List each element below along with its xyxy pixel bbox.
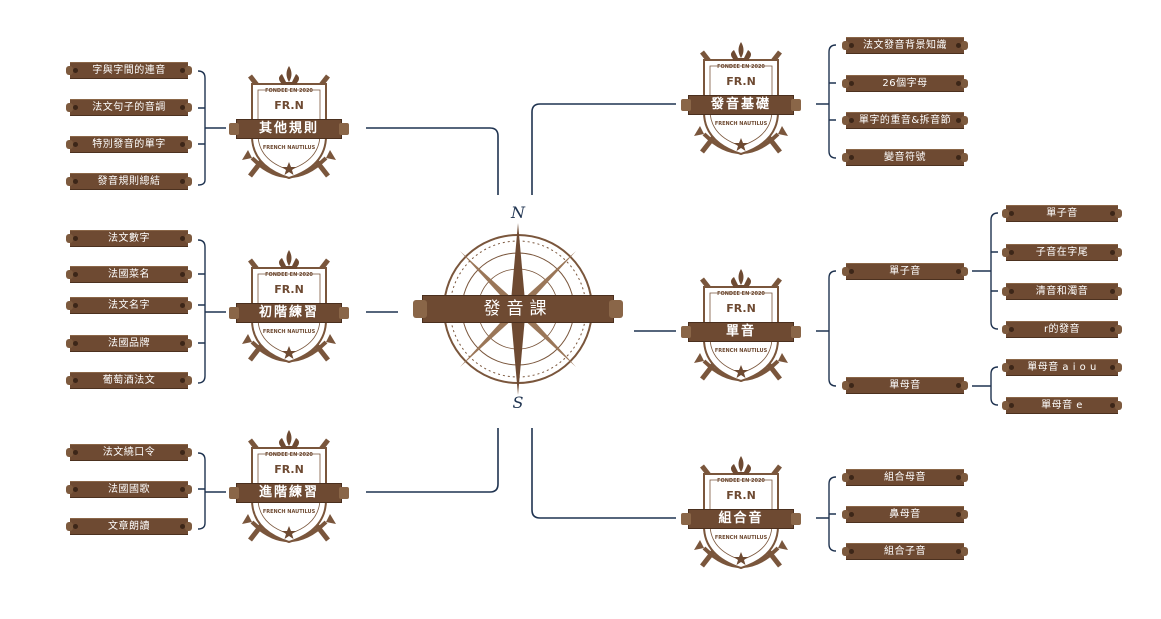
badge-single[interactable]: FONDEE EN 2020 FR.N 單音 FRENCH NAUTILUS xyxy=(681,269,801,393)
badge-ribbon: 初階練習 xyxy=(229,303,349,323)
bracket-basics xyxy=(816,44,837,159)
leaf-item[interactable]: 字與字間的連音 xyxy=(66,62,192,79)
leaf-item[interactable]: 組合子音 xyxy=(842,543,968,560)
badge-ribbon: 進階練習 xyxy=(229,483,349,503)
compass-emblem: N 發音課 S xyxy=(413,203,623,417)
badge-est: FONDEE EN 2020 xyxy=(265,452,313,458)
bracket-combined xyxy=(816,476,837,552)
leaf-item[interactable]: 法文名字 xyxy=(66,297,192,314)
badge-title: 進階練習 xyxy=(258,485,319,500)
center-banner: 發音課 xyxy=(413,295,623,323)
badge-title: 初階練習 xyxy=(258,305,319,320)
badge-est: FONDEE EN 2020 xyxy=(717,478,765,484)
leaf-item[interactable]: 單母音 a i o u xyxy=(1002,359,1122,376)
leaf-item[interactable]: 法國國歌 xyxy=(66,481,192,498)
leaf-item[interactable]: 法文繞口令 xyxy=(66,444,192,461)
badge-title: 其他規則 xyxy=(258,121,319,136)
leaf-item[interactable]: 發音規則總結 xyxy=(66,173,192,190)
leaf-item[interactable]: 子音在字尾 xyxy=(1002,244,1122,261)
bracket-beginner xyxy=(197,239,226,384)
leaf-item[interactable]: 組合母音 xyxy=(842,469,968,486)
badge-title: 發音基礎 xyxy=(710,97,771,112)
badge-est: FONDEE EN 2020 xyxy=(265,88,313,94)
badge-beginner[interactable]: FONDEE EN 2020 FR.N 初階練習 FRENCH NAUTILUS xyxy=(229,250,349,374)
leaf-item[interactable]: 法文數字 xyxy=(66,230,192,247)
badge-combined[interactable]: FONDEE EN 2020 FR.N 組合音 FRENCH NAUTILUS xyxy=(681,456,801,580)
badge-sub: FRENCH NAUTILUS xyxy=(262,145,316,151)
badge-other-rules[interactable]: FONDEE EN 2020 FR.N 其他規則 FRENCH NAUTILUS xyxy=(229,66,349,190)
badge-est: FONDEE EN 2020 xyxy=(265,272,313,278)
badge-sub: FRENCH NAUTILUS xyxy=(714,535,768,541)
bracket-advanced xyxy=(197,452,226,530)
leaf-item[interactable]: 葡萄酒法文 xyxy=(66,372,192,389)
leaf-item[interactable]: 法國品牌 xyxy=(66,335,192,352)
badge-advanced[interactable]: FONDEE EN 2020 FR.N 進階練習 FRENCH NAUTILUS xyxy=(229,430,349,554)
leaf-item[interactable]: 法國菜名 xyxy=(66,266,192,283)
leaf-item[interactable]: 單母音 e xyxy=(1002,397,1122,414)
badge-sub: FRENCH NAUTILUS xyxy=(714,348,768,354)
leaf-item[interactable]: 法文句子的音調 xyxy=(66,99,192,116)
badge-ribbon: 單音 xyxy=(681,322,801,342)
badge-sub: FRENCH NAUTILUS xyxy=(262,329,316,335)
leaf-item[interactable]: 單字的重音&拆音節 xyxy=(842,112,968,129)
compass-south-label: S xyxy=(512,393,524,412)
badge-est: FONDEE EN 2020 xyxy=(717,64,765,70)
line-to-combined xyxy=(531,428,676,519)
badge-sub: FRENCH NAUTILUS xyxy=(714,121,768,127)
leaf-sub-consonants[interactable]: 單子音 xyxy=(842,263,968,280)
badge-est: FONDEE EN 2020 xyxy=(717,291,765,297)
line-to-basics xyxy=(531,103,676,195)
badge-basics[interactable]: FONDEE EN 2020 FR.N 發音基礎 FRENCH NAUTILUS xyxy=(681,42,801,166)
bracket-consonants xyxy=(972,212,999,330)
leaf-item[interactable]: 法文發音背景知識 xyxy=(842,37,968,54)
leaf-item[interactable]: r的發音 xyxy=(1002,321,1122,338)
badge-brand: FR.N xyxy=(726,489,756,502)
badge-ribbon: 其他規則 xyxy=(229,119,349,139)
badge-sub: FRENCH NAUTILUS xyxy=(262,509,316,515)
badge-brand: FR.N xyxy=(274,283,304,296)
badge-title: 組合音 xyxy=(718,511,764,526)
compass-north-label: N xyxy=(511,203,525,222)
badge-brand: FR.N xyxy=(274,463,304,476)
leaf-item[interactable]: 文章朗讀 xyxy=(66,518,192,535)
badge-ribbon: 組合音 xyxy=(681,509,801,529)
bracket-other-rules xyxy=(197,70,226,186)
leaf-item[interactable]: 特別發音的單字 xyxy=(66,136,192,153)
line-to-other-rules xyxy=(366,127,499,195)
leaf-item[interactable]: 單子音 xyxy=(1002,205,1122,222)
line-to-advanced xyxy=(366,428,499,493)
badge-brand: FR.N xyxy=(726,75,756,88)
badge-title: 單音 xyxy=(725,324,756,339)
leaf-sub-vowels[interactable]: 單母音 xyxy=(842,377,968,394)
badge-brand: FR.N xyxy=(274,99,304,112)
leaf-item[interactable]: 26個字母 xyxy=(842,75,968,92)
bracket-vowels xyxy=(972,366,999,406)
leaf-item[interactable]: 清音和濁音 xyxy=(1002,283,1122,300)
bracket-single xyxy=(816,270,837,387)
badge-brand: FR.N xyxy=(726,302,756,315)
badge-ribbon: 發音基礎 xyxy=(681,95,801,115)
leaf-item[interactable]: 變音符號 xyxy=(842,149,968,166)
center-title: 發音課 xyxy=(483,299,553,319)
leaf-item[interactable]: 鼻母音 xyxy=(842,506,968,523)
